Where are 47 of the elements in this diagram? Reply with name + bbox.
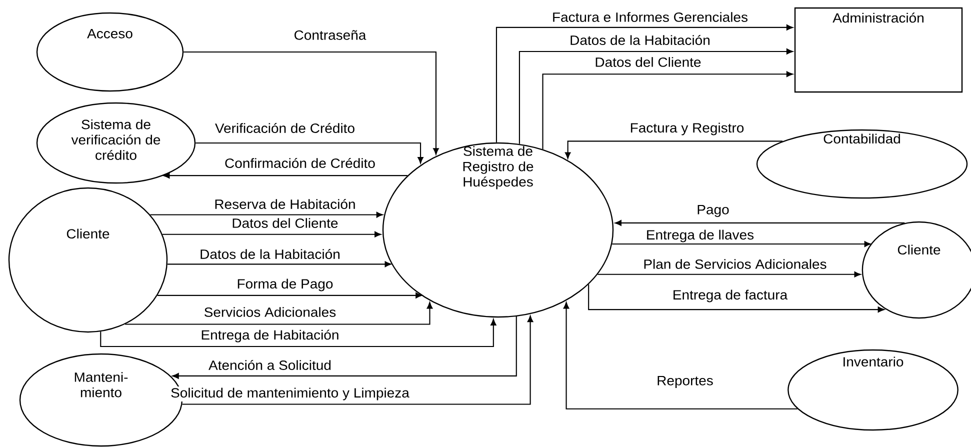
edge-label: Entrega de Habitación <box>199 328 341 344</box>
arrow <box>614 220 905 226</box>
edge-label: Datos de la Habitación <box>198 248 342 260</box>
arrow <box>184 51 439 155</box>
edge-label: Contraseña <box>292 28 368 42</box>
edge-label: Datos del Cliente <box>593 56 703 68</box>
edge-label: Reserva de Habitación <box>212 198 358 210</box>
edge-label: Entrega de llaves <box>644 228 756 244</box>
arrow <box>542 71 793 150</box>
arrow <box>588 284 884 312</box>
ellipse-node: Inventario <box>788 349 958 431</box>
arrow <box>167 261 392 268</box>
ellipse-node: Sistema de Registro de Huéspedes <box>382 142 614 318</box>
arrow <box>564 140 783 159</box>
edge-label: Factura e Informes Gerenciales <box>550 10 750 24</box>
edge-label: Reportes <box>655 374 715 390</box>
arrow <box>100 319 496 348</box>
arrow <box>150 212 383 218</box>
rectangle-node: Administración <box>794 7 963 93</box>
arrow <box>563 302 798 410</box>
edge-label: Solicitud de mantenimiento y Limpieza <box>169 386 411 402</box>
arrow <box>518 48 793 144</box>
edge-label: Atención a Solicitud <box>207 358 333 372</box>
arrow <box>172 316 517 379</box>
ellipse-node: Acceso <box>36 12 184 92</box>
edge-label: Entrega de factura <box>671 288 789 304</box>
edge-label: Pago <box>695 204 731 218</box>
arrow <box>158 292 422 298</box>
edge-label: Servicios Adicionales <box>202 306 338 318</box>
arrow <box>182 316 534 405</box>
arrow <box>612 241 871 247</box>
arrow <box>598 272 861 278</box>
edge-label: Plan de Servicios Adicionales <box>642 258 828 270</box>
edge-label: Datos de la Habitación <box>568 34 712 46</box>
ellipse-node: Sistema de verificación de crédito <box>36 102 196 184</box>
arrow <box>125 302 433 325</box>
edge-label: Verificación de Crédito <box>214 122 356 134</box>
ellipse-node: Contabilidad <box>756 129 968 199</box>
edge-label: Factura y Registro <box>628 121 746 137</box>
ellipse-node: Cliente <box>8 187 168 333</box>
edge-label: Forma de Pago <box>235 277 335 293</box>
arrow <box>196 142 424 164</box>
arrow <box>496 24 793 142</box>
edge-label: Confirmación de Crédito <box>223 156 377 170</box>
arrow <box>162 231 382 238</box>
edge-label: Datos del Cliente <box>230 216 340 230</box>
arrow <box>163 172 408 178</box>
